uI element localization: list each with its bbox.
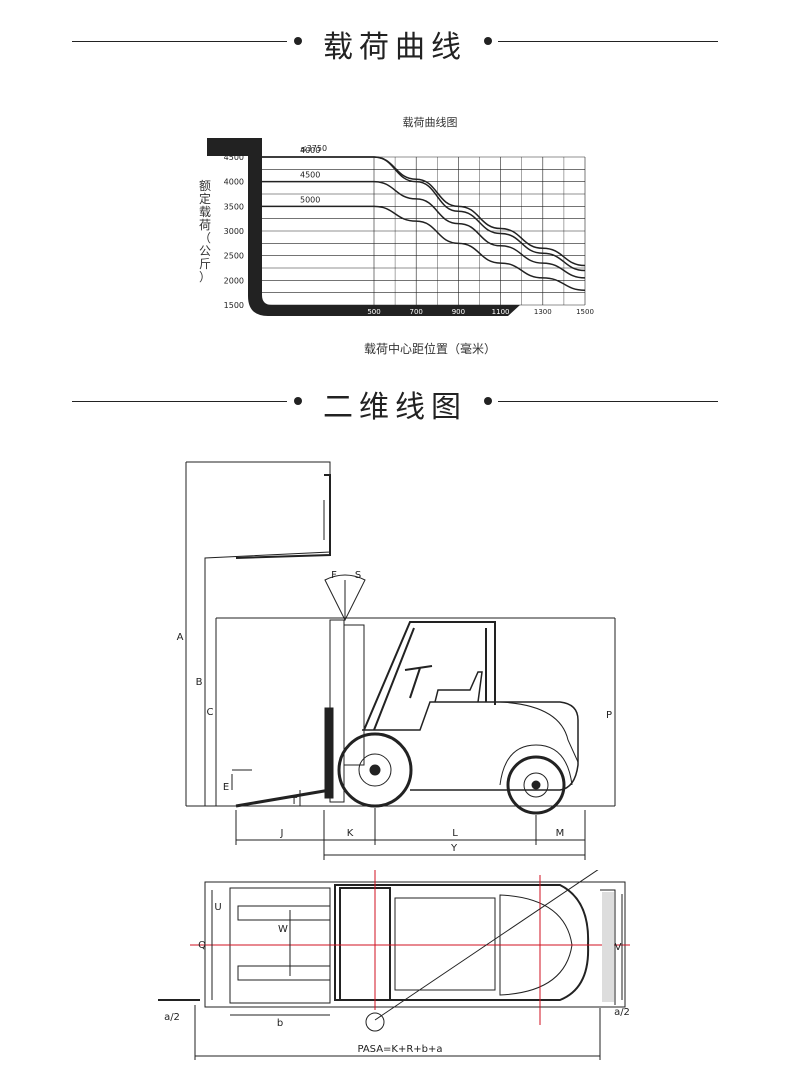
mast-raised-outline: [186, 461, 331, 800]
label-W: W: [278, 924, 288, 935]
series-label: 5000: [300, 195, 320, 204]
label-V: V: [615, 942, 622, 953]
label-J: J: [280, 828, 284, 839]
title-rule-left: [72, 401, 287, 402]
y-tick-label: 3000: [224, 227, 244, 236]
y-tick-label: 2000: [224, 276, 244, 285]
label-Q: Q: [198, 940, 206, 951]
y-axis-label-char: 公: [199, 244, 211, 258]
lowered-fork: [235, 788, 331, 808]
x-tick-label: 900: [452, 308, 465, 316]
rear-fender: [499, 744, 573, 786]
engine-block: [394, 897, 496, 991]
label-M: M: [556, 828, 565, 839]
x-tick-label: 700: [410, 308, 423, 316]
front-axle: [339, 887, 391, 1001]
label-b: b: [277, 1018, 283, 1029]
title-dot-right: [484, 397, 492, 405]
label-F: F: [331, 570, 337, 581]
turning-radius-line: [374, 870, 599, 1021]
chart-title: 载荷曲线图: [403, 115, 458, 129]
chart-series: [262, 156, 586, 291]
y-tick-label: 4000: [224, 178, 244, 187]
y-tick-label: 3500: [224, 202, 244, 211]
title-dot-left: [294, 37, 302, 45]
wall-right-hatch: [602, 892, 614, 1002]
title-rule-right: [498, 401, 718, 402]
section-title-text: 载荷曲线: [323, 30, 467, 65]
chart-x-ticks: 500 700 900 1100 1300 1500: [367, 308, 594, 316]
x-tick-label: 1300: [534, 308, 552, 316]
y-axis-label-char: 定: [199, 191, 211, 206]
label-T: T: [290, 796, 298, 807]
label-Y: Y: [450, 843, 458, 854]
y-tick-label: 4500: [224, 153, 244, 162]
label-S: S: [355, 570, 361, 581]
section-title-text: 二维线图: [323, 390, 467, 425]
label-a-left: a/2: [164, 1012, 180, 1023]
small-fork-mark: [231, 769, 252, 790]
x-tick-label: 1100: [492, 308, 510, 316]
label-C: C: [207, 707, 214, 718]
mast-inner: [343, 624, 365, 766]
y-axis-label-char: ）: [199, 270, 211, 284]
forklift-side-view: A B C E T P F S J K L M Y: [177, 461, 616, 860]
front-wheel-rim: [358, 753, 392, 787]
y-axis-label-char: 荷: [199, 218, 211, 232]
label-E: E: [223, 782, 229, 793]
series-label: 4500: [300, 171, 320, 180]
label-L: L: [452, 828, 458, 839]
series-line: [262, 156, 586, 267]
chart-y-ticks: 1500 2000 2500 3000 3500 4000 4500: [224, 153, 244, 310]
y-tick-label: 2500: [224, 252, 244, 261]
tilt-angle-cone: [324, 574, 366, 622]
y-axis-label-char: 斤: [199, 257, 211, 271]
label-pasa: PASA=K+R+b+a: [357, 1044, 442, 1055]
fork-bottom: [237, 965, 331, 981]
x-tick-label: 500: [367, 308, 380, 316]
load-chart: 载荷曲线图 1500 2000 2500 3000 3500 4000 4500 500 70…: [199, 115, 594, 356]
fork-shape-icon: [207, 138, 520, 316]
seat: [434, 671, 483, 703]
y-axis-label-char: 额: [199, 179, 211, 193]
fork-top: [237, 905, 331, 921]
title-dot-right: [484, 37, 492, 45]
wall-right: [600, 889, 616, 1005]
turning-center: [365, 1012, 385, 1032]
steering-wheel: [404, 665, 433, 699]
carriage: [324, 707, 334, 799]
rear-wheel: [506, 755, 566, 815]
series-line: [262, 180, 586, 279]
label-P: P: [606, 710, 612, 721]
label-K: K: [347, 828, 354, 839]
series-line: [262, 156, 586, 272]
overhead-guard: [363, 621, 496, 731]
rear-wheel-rim: [523, 772, 549, 798]
y-tick-label: 1500: [224, 301, 244, 310]
title-rule-right: [498, 41, 718, 42]
front-wheel: [337, 732, 413, 808]
counterweight: [499, 701, 579, 763]
forklift-top-view: U Q W V R b a/2 a/2 PASA=K+R+b+a: [158, 870, 630, 1060]
series-label: ≤3750: [300, 144, 327, 153]
chart-xlabel: 载荷中心距位置（毫米）: [364, 341, 496, 356]
label-U: U: [214, 902, 221, 913]
series-label: 4000: [300, 146, 320, 155]
y-axis-label-char: （: [199, 231, 211, 245]
title-dot-left: [294, 397, 302, 405]
section-title-line-drawing: 二维线图: [0, 372, 790, 432]
raised-fork: [235, 474, 331, 559]
label-A: A: [177, 632, 184, 643]
label-a-right: a/2: [614, 1007, 630, 1018]
series-line: [262, 205, 586, 291]
y-axis-label-char: 载: [199, 205, 211, 219]
section-title-load-curve: 载荷曲线: [0, 12, 790, 72]
x-tick-label: 1500: [576, 308, 594, 316]
rear-wheel-hub: [531, 780, 541, 790]
front-wheel-hub: [369, 764, 381, 776]
label-B: B: [196, 677, 203, 688]
title-rule-left: [72, 41, 287, 42]
